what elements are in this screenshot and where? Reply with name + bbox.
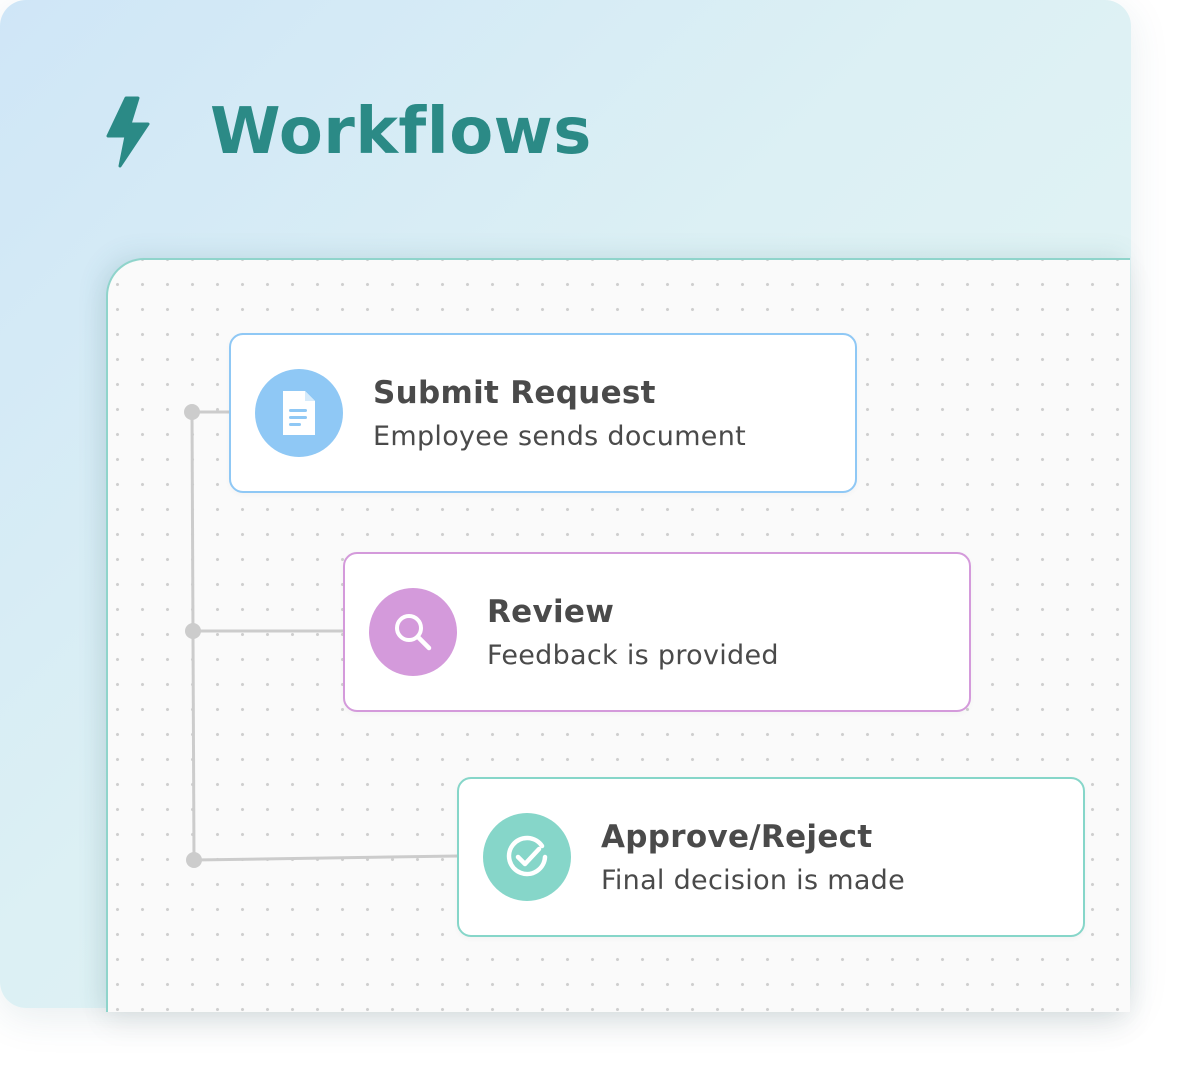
step-title: Review [487,593,615,630]
step-description: Final decision is made [601,864,906,896]
workflow-step-review[interactable]: Review Feedback is provided [343,552,971,712]
step-text: Submit Request Employee sends document [373,375,746,452]
search-icon [369,588,457,676]
step-text: Approve/Reject Final decision is made [601,819,905,896]
check-circle-icon [483,813,571,901]
lightning-bolt-icon [106,96,150,168]
workflow-step-submit-request[interactable]: Submit Request Employee sends document [229,333,857,493]
document-icon [255,369,343,457]
page-title: Workflows [210,95,592,169]
step-description: Employee sends document [373,420,747,452]
page-header: Workflows [104,92,592,172]
step-description: Feedback is provided [487,639,779,671]
workflow-step-approve-reject[interactable]: Approve/Reject Final decision is made [457,777,1085,937]
step-title: Approve/Reject [601,818,873,855]
step-text: Review Feedback is provided [487,594,779,671]
step-title: Submit Request [373,374,656,411]
